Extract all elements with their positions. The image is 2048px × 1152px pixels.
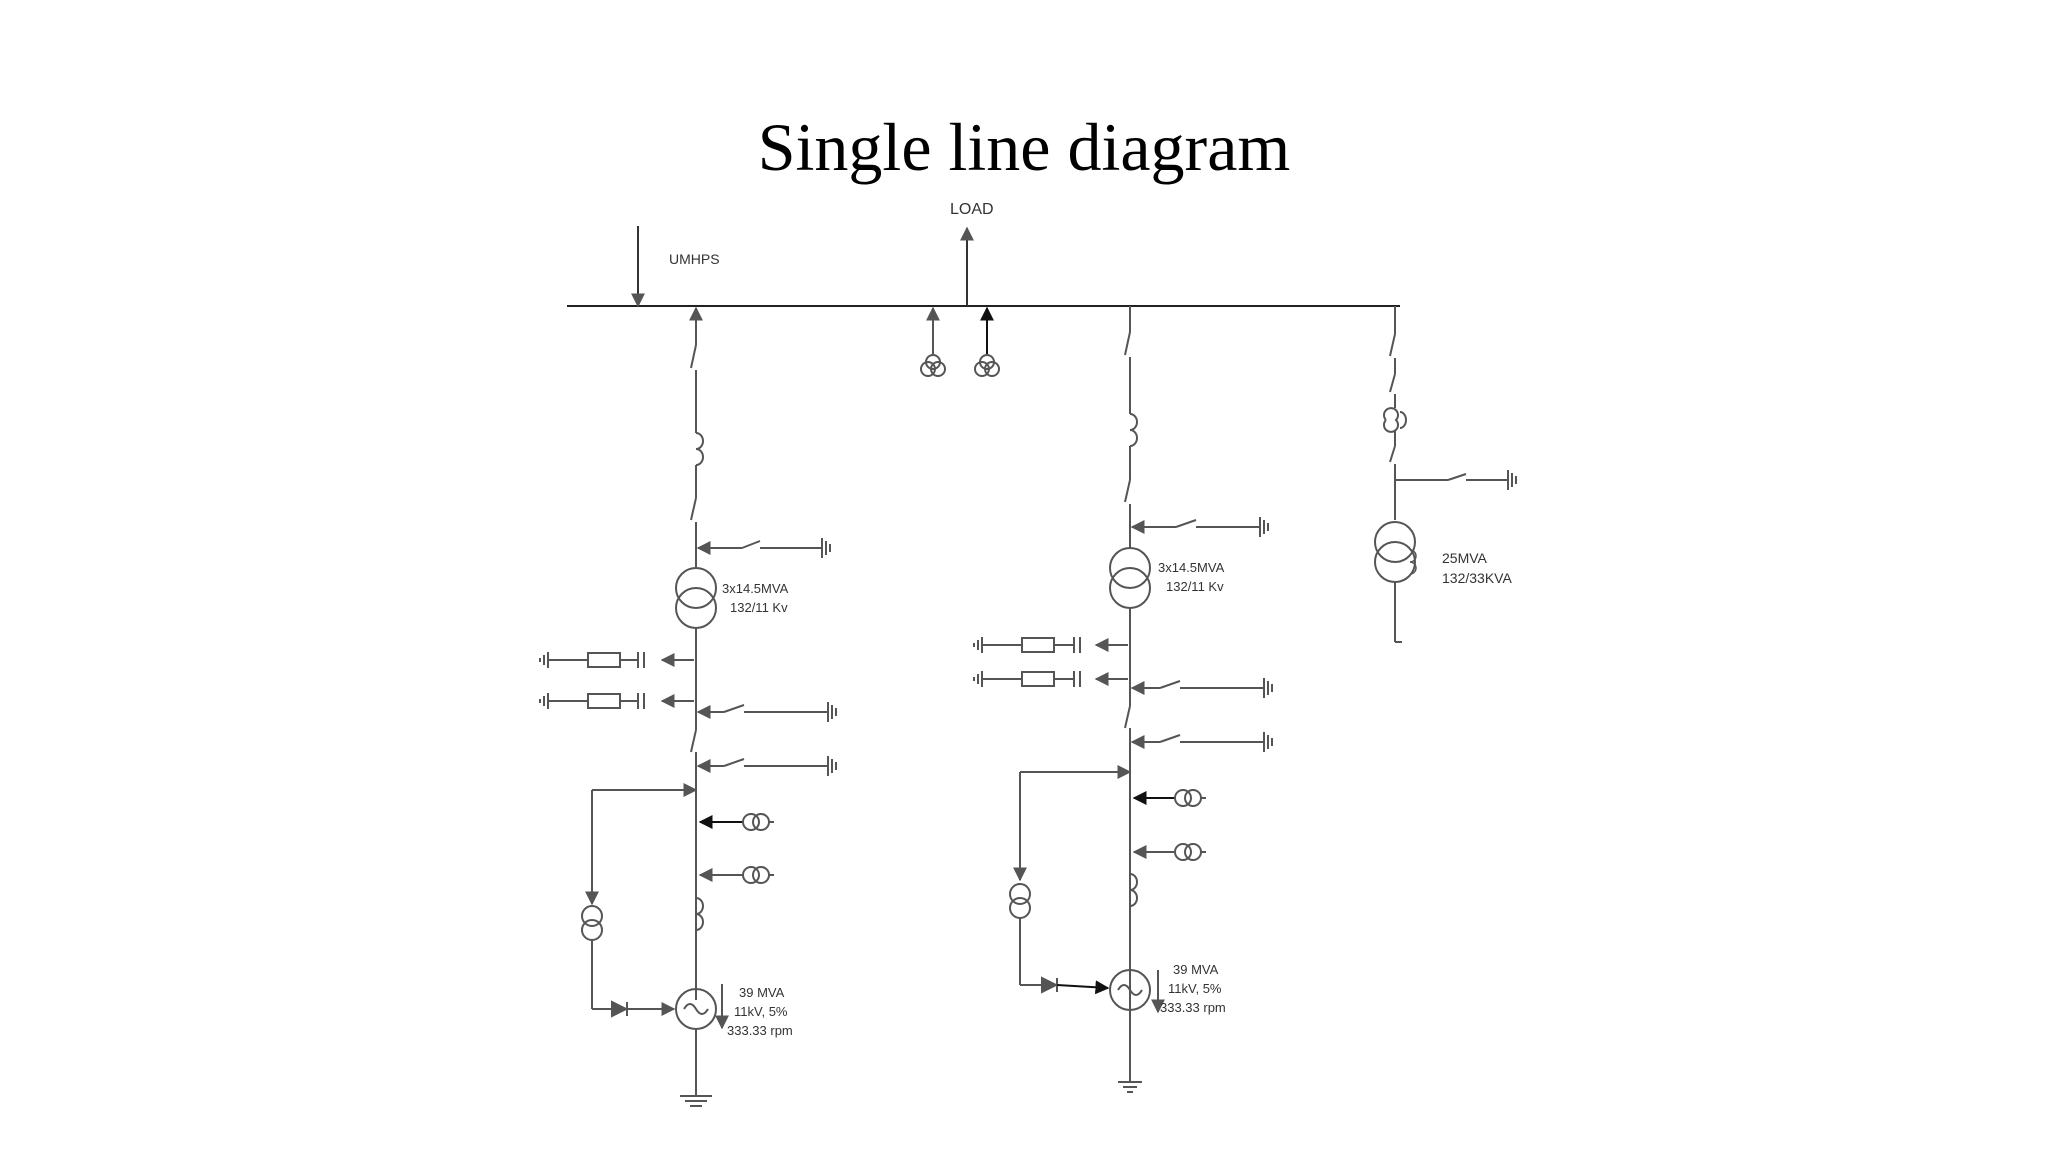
svg-text:132/11 Kv: 132/11 Kv	[1166, 579, 1224, 594]
svg-text:11kV, 5%: 11kV, 5%	[1168, 981, 1222, 996]
current-transformer-icon	[1129, 413, 1138, 447]
step-up-transformer-icon	[1109, 547, 1151, 589]
unit-left: 3x14.5MVA 132/11 Kv	[539, 306, 837, 1107]
earth-switch-2	[1130, 732, 1273, 752]
generator-ct-icon	[1129, 873, 1138, 907]
svg-text:25MVA: 25MVA	[1442, 550, 1488, 566]
svg-text:3x14.5MVA: 3x14.5MVA	[722, 581, 789, 596]
earth-switch-1	[1130, 678, 1273, 698]
feeder-33kv: 25MVA 132/33KVA	[1374, 306, 1517, 643]
svg-text:39 MVA: 39 MVA	[739, 985, 785, 1000]
surge-branch-2	[973, 671, 1128, 687]
gen-pt-1	[1132, 789, 1206, 807]
svg-text:11kV, 5%: 11kV, 5%	[734, 1004, 788, 1019]
gen-pt-2	[1132, 843, 1206, 861]
svg-text:3x14.5MVA: 3x14.5MVA	[1158, 560, 1225, 575]
gen-pt-1	[698, 813, 774, 831]
current-transformer-icon	[695, 432, 704, 466]
surge-branch-1	[973, 637, 1128, 653]
svg-text:333.33 rpm: 333.33 rpm	[727, 1023, 793, 1038]
svg-text:39 MVA: 39 MVA	[1173, 962, 1219, 977]
rectifier-icon	[611, 1000, 629, 1018]
svg-text:132/11 Kv: 132/11 Kv	[730, 600, 788, 615]
svg-text:333.33 rpm: 333.33 rpm	[1160, 1000, 1226, 1015]
excitation-transformer-icon	[1009, 883, 1031, 905]
bus-pt-2	[974, 306, 1000, 377]
generator-ct-icon	[695, 897, 704, 931]
current-transformer-icon	[1383, 407, 1399, 433]
umhps-label: UMHPS	[669, 251, 720, 267]
gen-pt-2	[698, 866, 774, 884]
earth-switch-2	[696, 756, 837, 776]
unit-right: 3x14.5MVA 132/11 Kv	[973, 306, 1273, 1093]
step-up-transformer-icon	[675, 567, 717, 609]
surge-branch-1	[539, 652, 694, 668]
page-title: Single line diagram	[757, 109, 1291, 185]
excitation-transformer-icon	[581, 905, 603, 927]
generator-icon	[1109, 969, 1151, 1011]
earthing-switch	[1130, 517, 1269, 537]
feeder-transformer-icon	[1374, 521, 1416, 563]
svg-text:132/33KVA: 132/33KVA	[1442, 570, 1512, 586]
earthing-switch	[1395, 470, 1517, 490]
earth-switch-1	[696, 702, 837, 722]
bus-pt-1	[920, 306, 946, 377]
surge-branch-2	[539, 693, 694, 709]
rectifier-icon	[1041, 976, 1059, 994]
load-label: LOAD	[950, 201, 994, 218]
